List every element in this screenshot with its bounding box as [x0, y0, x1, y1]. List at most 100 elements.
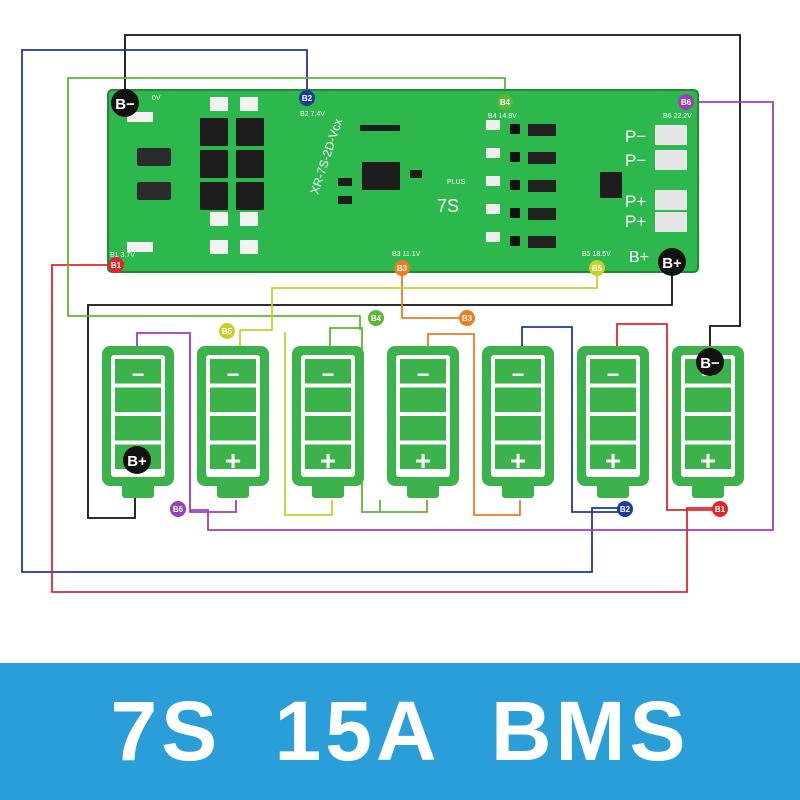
cell-segment: [590, 444, 636, 469]
svg-text:B6: B6: [681, 98, 692, 107]
board-p-plus-2: P+: [625, 212, 646, 231]
battery-cell: −+: [482, 346, 554, 498]
title-banner: 7S 15A BMS: [0, 663, 800, 800]
product-title: 7S 15A BMS: [110, 684, 690, 778]
wire-b4-board: [67, 77, 506, 330]
svg-text:B3: B3: [397, 264, 408, 273]
battery-cell: −+: [102, 346, 174, 498]
cell-segment: [305, 387, 351, 412]
cell-minus-sign: −: [607, 362, 620, 387]
board-b5-voltage: B5 18.5V: [582, 251, 611, 258]
marker-b-minus-pack: B−: [696, 348, 724, 376]
cell-segment: [590, 359, 636, 384]
wire-b2-board: [21, 49, 620, 573]
marker-b5-top: B5: [219, 323, 235, 339]
cell-segment: [495, 416, 541, 441]
bms-board: 0V B2 7.4V B4 14.8V B6 22.2V B1 3.7V B3 …: [107, 89, 699, 273]
svg-text:B1: B1: [111, 261, 122, 270]
board-7s-mark: 7S: [437, 196, 459, 216]
balance-resistors: [486, 120, 556, 248]
wire-b4-pack: [329, 327, 428, 513]
board-b3-voltage: B3 11.1V: [392, 251, 421, 258]
wire-b-plus: [87, 262, 673, 519]
cell-segment: [400, 444, 446, 469]
marker-b3-top: B3: [459, 310, 475, 326]
svg-text:B5: B5: [592, 264, 603, 273]
cell-plus-sign: +: [700, 445, 716, 476]
cell-minus-sign: −: [132, 362, 145, 387]
svg-text:B6: B6: [173, 505, 184, 514]
board-b6-voltage: B6 22.2V: [663, 113, 692, 120]
svg-text:B3: B3: [462, 314, 473, 323]
board-p-plus-1: P+: [625, 192, 646, 211]
svg-text:B−: B−: [115, 96, 135, 113]
svg-text:B−: B−: [700, 355, 720, 372]
cell-minus-sign: −: [322, 362, 335, 387]
wire-b3-board: [401, 268, 460, 319]
marker-b4-top: B4: [368, 310, 384, 326]
cell-segment: [685, 387, 731, 412]
wire-b3-pack: [427, 333, 521, 516]
svg-text:B4: B4: [371, 314, 382, 323]
wire-b6-pack: [136, 332, 237, 513]
svg-text:B+: B+: [662, 255, 682, 272]
marker-b6-board: B6: [678, 94, 694, 110]
cell-plus-sign: +: [510, 445, 526, 476]
cell-segment: [495, 359, 541, 384]
board-0v-label: 0V: [152, 95, 161, 102]
cell-minus-sign: −: [227, 362, 240, 387]
board-b1-voltage: B1 3.7V: [110, 252, 135, 259]
wire-b2-pack: [521, 326, 620, 513]
cell-segment: [495, 444, 541, 469]
marker-b3-board: B3: [394, 260, 410, 276]
wiring-diagram: 0V B2 7.4V B4 14.8V B6 22.2V B1 3.7V B3 …: [21, 34, 774, 593]
cell-plus-sign: +: [605, 445, 621, 476]
board-bplus-pad-text: B+: [629, 249, 649, 266]
battery-cell: −+: [292, 346, 364, 498]
cell-segment: [305, 416, 351, 441]
svg-text:B1: B1: [715, 505, 726, 514]
wire-b6-board: [190, 101, 774, 531]
small-chips: [338, 125, 622, 204]
marker-b-plus-board: B+: [658, 248, 686, 276]
marker-b4-board: B4: [497, 94, 513, 110]
white-pads: [210, 97, 258, 254]
battery-cell: −+: [577, 346, 649, 498]
wires: [21, 34, 774, 593]
cell-segment: [400, 359, 446, 384]
cell-segment: [305, 359, 351, 384]
pack-markers: B5 B4 B3 B− B+ B6 B2 B1: [123, 310, 728, 517]
marker-b1-board: B1: [108, 257, 124, 273]
marker-b-minus-board: B−: [111, 89, 139, 117]
board-b2-voltage: B2 7.4V: [300, 111, 325, 118]
cell-segment: [685, 416, 731, 441]
wire-b5-board: [240, 268, 598, 331]
marker-b2-board: B2: [299, 90, 315, 106]
cell-segment: [115, 359, 161, 384]
cell-segment: [590, 416, 636, 441]
controller-ic: [362, 162, 400, 190]
board-plus-mark: PLUS: [447, 179, 466, 186]
board-b4-voltage: B4 14.8V: [488, 113, 517, 120]
svg-text:B2: B2: [620, 505, 631, 514]
marker-b1-bottom: B1: [712, 501, 728, 517]
cell-plus-sign: +: [320, 445, 336, 476]
marker-b2-bottom: B2: [617, 501, 633, 517]
battery-cell: −+: [197, 346, 269, 498]
cell-segment: [210, 444, 256, 469]
marker-b5-board: B5: [589, 260, 605, 276]
wire-b1-board: [51, 264, 715, 593]
output-pads: [655, 125, 687, 232]
cell-segment: [210, 359, 256, 384]
marker-b6-bottom: B6: [170, 501, 186, 517]
cell-segment: [590, 387, 636, 412]
cell-plus-sign: +: [225, 445, 241, 476]
mosfet-array: [200, 118, 264, 210]
cell-segment: [400, 416, 446, 441]
board-p-minus-2: P−: [625, 151, 646, 170]
left-components: [127, 112, 171, 252]
svg-text:B4: B4: [500, 98, 511, 107]
cell-minus-sign: −: [512, 362, 525, 387]
battery-pack: −+−+−+−+−+−+−+: [102, 346, 744, 498]
marker-b-plus-pack: B+: [123, 446, 151, 474]
